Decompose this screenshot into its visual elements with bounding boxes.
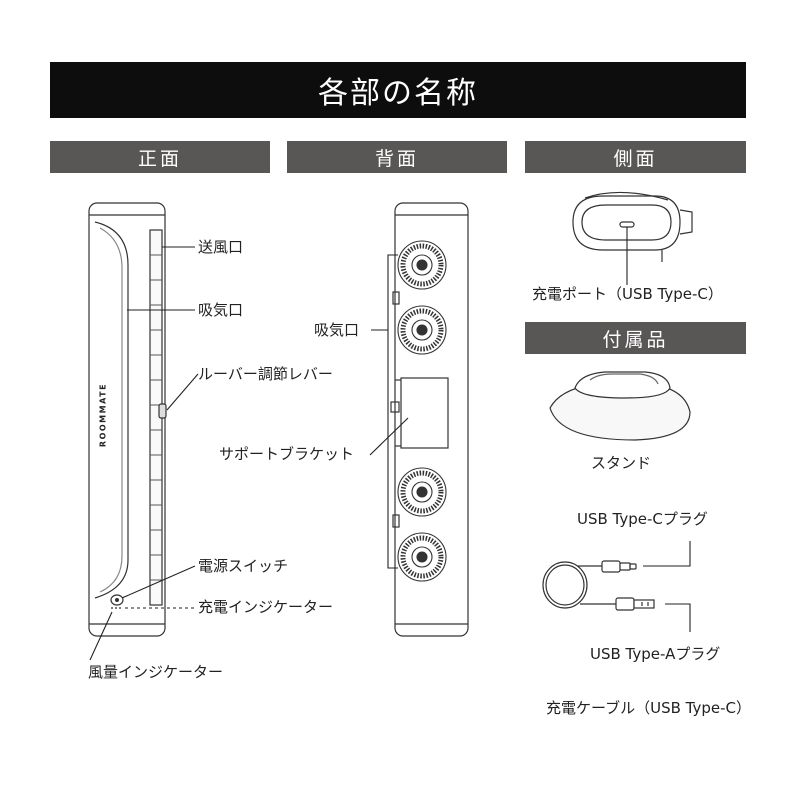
fan-4 xyxy=(397,532,447,582)
fan-2 xyxy=(397,305,447,355)
cable-drawing xyxy=(542,560,655,611)
section-side: 側面 xyxy=(525,141,746,173)
label-usb-a-plug: USB Type-Aプラグ xyxy=(590,645,721,663)
label-stand: スタンド xyxy=(591,454,652,472)
label-support-bracket: サポートブラケット xyxy=(219,445,355,463)
label-airflow-indicator: 風量インジケーター xyxy=(88,663,224,681)
front-view xyxy=(88,202,167,637)
page-title: 各部の名称 xyxy=(50,62,746,118)
section-back: 背面 xyxy=(287,141,507,173)
label-usb-c-plug: USB Type-Cプラグ xyxy=(577,510,708,528)
label-cable: 充電ケーブル（USB Type-C） xyxy=(546,699,751,717)
side-view xyxy=(572,191,693,262)
fan-1 xyxy=(397,240,447,290)
section-accessories: 付属品 xyxy=(525,322,746,354)
label-charge-port: 充電ポート（USB Type-C） xyxy=(532,285,723,303)
label-outlet: 送風口 xyxy=(198,238,244,256)
label-charge-indicator: 充電インジケーター xyxy=(198,598,334,616)
label-power-switch: 電源スイッチ xyxy=(198,557,289,575)
label-louver-lever: ルーバー調節レバー xyxy=(198,365,333,383)
section-front: 正面 xyxy=(50,141,270,173)
back-fans xyxy=(397,240,447,582)
label-intake-front: 吸気口 xyxy=(198,301,244,319)
label-intake-back: 吸気口 xyxy=(314,321,360,339)
fan-3 xyxy=(397,467,447,517)
stand-drawing xyxy=(549,371,691,441)
brand-logo-text: ROOMMATE xyxy=(98,382,108,448)
